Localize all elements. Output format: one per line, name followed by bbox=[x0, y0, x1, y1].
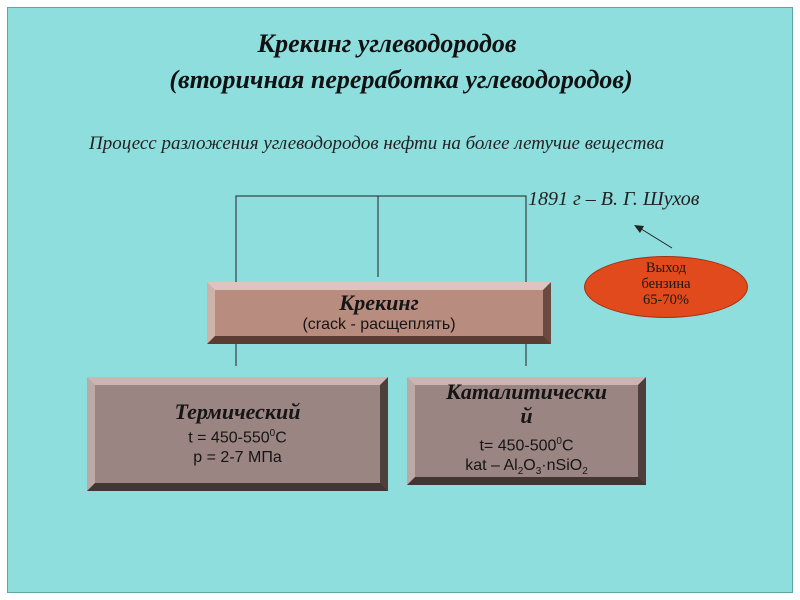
discovery-note: 1891 г – В. Г. Шухов bbox=[528, 188, 700, 210]
cracking-box: Крекинг (crack - расщеплять) bbox=[207, 282, 551, 344]
arrow-head bbox=[634, 225, 644, 233]
title-line-2: (вторичная переработка углеводородов) bbox=[169, 65, 633, 94]
description: Процесс разложения углеводородов нефти н… bbox=[89, 133, 665, 154]
catalytic-box: Каталитически й t= 450-5000С kat – Al2O3… bbox=[407, 377, 646, 485]
catalytic-heading-2: й bbox=[520, 402, 533, 428]
yield-line-3: 65-70% bbox=[643, 292, 689, 308]
slide: Крекинг углеводородов (вторичная перераб… bbox=[7, 7, 793, 593]
catalytic-heading-1: Каталитически bbox=[445, 378, 608, 404]
outer-connector bbox=[235, 195, 527, 366]
thermal-temperature: t = 450-5500С bbox=[188, 427, 287, 447]
catalytic-catalyst: kat – Al2O3·nSiO2 bbox=[465, 457, 588, 478]
arrow-line bbox=[637, 226, 673, 249]
yield-line-2: бензина bbox=[641, 276, 691, 292]
yield-oval: Выход бензина 65-70% bbox=[584, 256, 748, 318]
thermal-box: Термический t = 450-5500С р = 2-7 МПа bbox=[87, 377, 388, 491]
title-line-1: Крекинг углеводородов bbox=[257, 29, 517, 58]
cracking-heading: Крекинг bbox=[339, 290, 419, 315]
yield-line-1: Выход bbox=[645, 260, 687, 276]
connector-lines bbox=[235, 195, 673, 366]
thermal-heading: Термический bbox=[174, 398, 301, 424]
catalytic-temperature: t= 450-5000С bbox=[479, 435, 574, 455]
thermal-pressure: р = 2-7 МПа bbox=[193, 449, 282, 467]
cracking-subtitle: (crack - расщеплять) bbox=[302, 316, 456, 333]
